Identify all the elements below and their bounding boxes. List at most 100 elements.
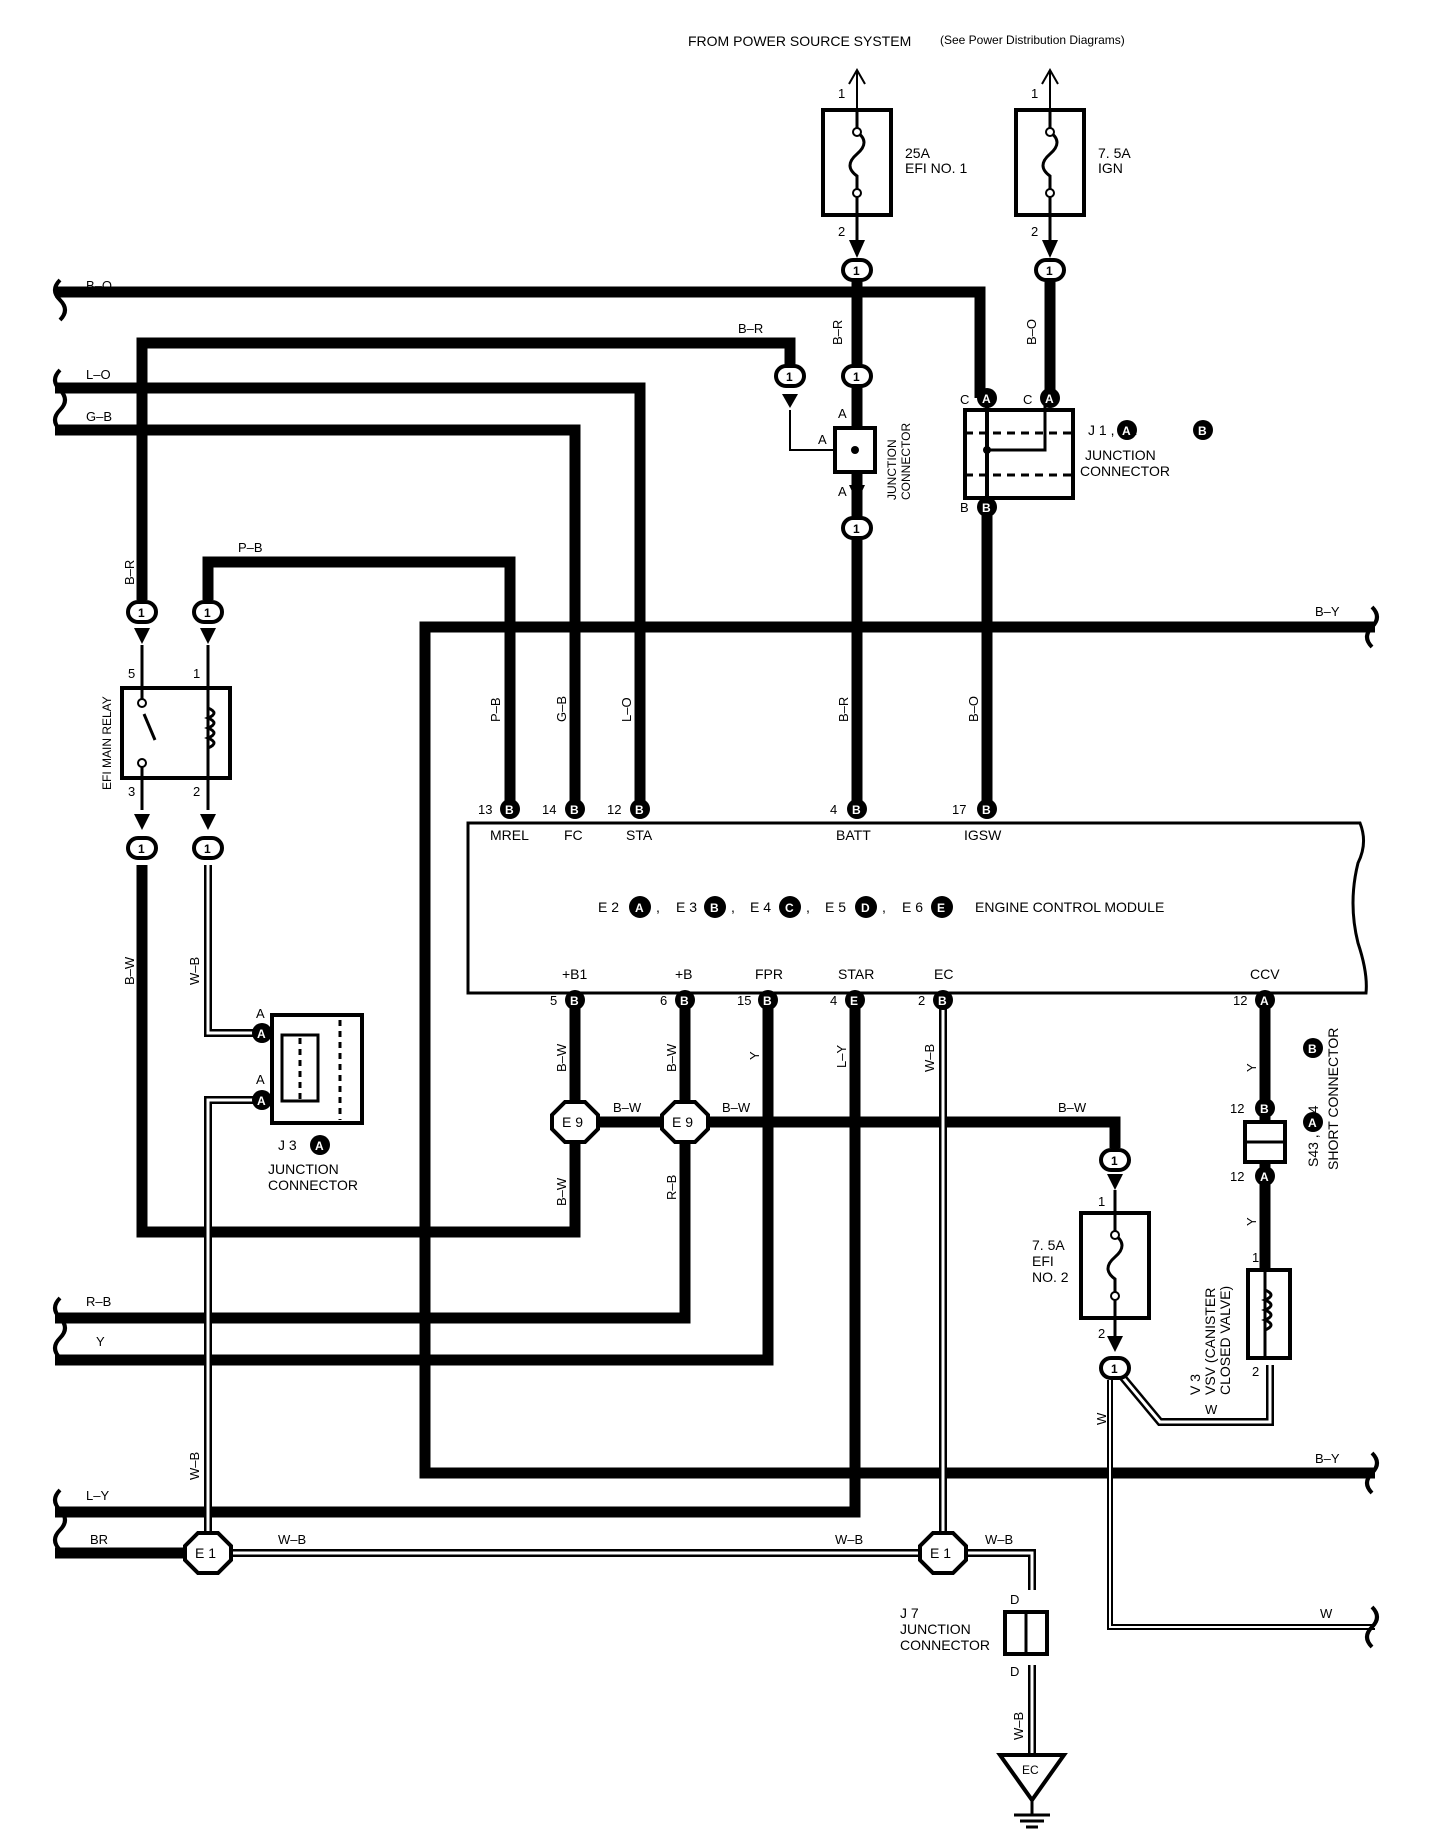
- fuse-ign: [1014, 67, 1086, 217]
- pin: 1: [138, 606, 145, 620]
- pin: 1: [786, 370, 793, 384]
- pin: B: [1308, 1042, 1317, 1056]
- svg-text:B: B: [852, 803, 861, 817]
- wire-label: W–B: [187, 957, 202, 985]
- svg-text:EC: EC: [934, 966, 953, 982]
- ground-label: EC: [1022, 1763, 1039, 1777]
- splice-e1-right: E 1: [918, 1531, 968, 1575]
- pin: 1: [853, 522, 860, 536]
- svg-text:B: B: [570, 803, 579, 817]
- fuse-efi1-name: EFI NO. 1: [905, 160, 967, 176]
- pin: C: [1023, 392, 1032, 407]
- fuse-efi2: [1079, 1190, 1151, 1320]
- svg-text:E 1: E 1: [195, 1545, 216, 1561]
- wire-label: W: [1094, 1412, 1109, 1425]
- svg-text:,: ,: [806, 899, 810, 915]
- pin: 12: [1230, 1101, 1244, 1116]
- svg-text:B: B: [938, 994, 947, 1008]
- pin: 1: [193, 666, 200, 681]
- ecm-refs: E 2 A , E 3 B , E 4 C , E 5 D , E 6 E: [598, 896, 953, 918]
- splice-e1-left: E 1: [183, 1531, 233, 1575]
- wire-label: B–O: [1024, 319, 1039, 345]
- junction-connector-top: [833, 426, 877, 474]
- wire-label: B–W: [1058, 1100, 1087, 1115]
- svg-text:E 3: E 3: [676, 899, 697, 915]
- wire-label: G–B: [86, 409, 112, 424]
- svg-text:C: C: [785, 901, 794, 915]
- wire-label: W–B: [835, 1532, 863, 1547]
- thick-wires: [55, 270, 1375, 1559]
- fuse-efi1: [821, 67, 893, 217]
- svg-text:E 6: E 6: [902, 899, 923, 915]
- pin: 2: [1031, 224, 1038, 239]
- pin: A: [1260, 1170, 1269, 1184]
- wire-label: B–W: [613, 1100, 642, 1115]
- svg-text:STAR: STAR: [838, 966, 874, 982]
- j7-line1: JUNCTION: [900, 1621, 971, 1637]
- svg-text:E: E: [850, 994, 858, 1008]
- pin: 1: [838, 86, 845, 101]
- pin: A: [838, 484, 847, 499]
- wire-label: B–W: [722, 1100, 751, 1115]
- pin: B: [1260, 1102, 1269, 1116]
- wire-label: R–B: [664, 1175, 679, 1200]
- vsv-line1: VSV (CANISTER: [1202, 1288, 1218, 1395]
- pin: 5: [128, 666, 135, 681]
- jc-top-line2: CONNECTOR: [899, 423, 913, 500]
- fuse-efi2-name2: NO. 2: [1032, 1269, 1069, 1285]
- fuse-efi2-name1: EFI: [1032, 1253, 1054, 1269]
- vsv-id: V 3: [1187, 1374, 1203, 1395]
- j3-line2: CONNECTOR: [268, 1177, 358, 1193]
- pin: 1: [1111, 1154, 1118, 1168]
- pin: A: [838, 406, 847, 421]
- wire-label: W: [1320, 1606, 1333, 1621]
- splice-e9-right: E 9: [660, 1100, 710, 1144]
- wire-label: W–B: [278, 1532, 306, 1547]
- svg-text:FPR: FPR: [755, 966, 783, 982]
- pin: 1: [204, 606, 211, 620]
- svg-text:12: 12: [1233, 993, 1247, 1008]
- pin: 12: [1230, 1169, 1244, 1184]
- pin: A: [256, 1006, 265, 1021]
- wire-label: L–Y: [834, 1045, 849, 1068]
- pin: 1: [1031, 86, 1038, 101]
- pin: 1: [138, 842, 145, 856]
- svg-text:17: 17: [952, 802, 966, 817]
- fuse-efi2-rating: 7. 5A: [1032, 1237, 1065, 1253]
- jc-top-line1: JUNCTION: [885, 439, 899, 500]
- wire-label: W–B: [922, 1044, 937, 1072]
- fuse-ign-name: IGN: [1098, 160, 1123, 176]
- svg-text:B: B: [570, 994, 579, 1008]
- pin: A: [256, 1072, 265, 1087]
- j3-id: J 3: [278, 1137, 297, 1153]
- pin: 1: [1046, 264, 1053, 278]
- svg-text:,: ,: [731, 899, 735, 915]
- svg-text:D: D: [861, 901, 870, 915]
- svg-text:FC: FC: [564, 827, 583, 843]
- wire-label: B–W: [122, 956, 137, 985]
- pin: D: [1010, 1592, 1019, 1607]
- svg-text:B: B: [505, 803, 514, 817]
- pin: A: [315, 1139, 324, 1153]
- wire-label: L–O: [619, 697, 634, 722]
- pin: 2: [1098, 1326, 1105, 1341]
- pin: 1: [1252, 1250, 1259, 1265]
- svg-text:E 4: E 4: [750, 899, 771, 915]
- pin: B: [1198, 424, 1207, 438]
- wire-label: B–R: [836, 697, 851, 722]
- svg-text:E 1: E 1: [930, 1545, 951, 1561]
- wire-label: L–O: [86, 367, 111, 382]
- j3-line1: JUNCTION: [268, 1161, 339, 1177]
- double-wires: [204, 865, 1375, 1780]
- wire-label: Y: [96, 1334, 105, 1349]
- svg-text:A: A: [635, 901, 644, 915]
- pin: A: [982, 392, 991, 406]
- pin: B: [982, 501, 991, 515]
- pin: A: [1045, 392, 1054, 406]
- svg-text:6: 6: [660, 993, 667, 1008]
- j7-id: J 7: [900, 1605, 919, 1621]
- title: FROM POWER SOURCE SYSTEM: [688, 33, 911, 49]
- fuse-ign-rating: 7. 5A: [1098, 145, 1131, 161]
- wire-label: P–B: [488, 697, 503, 722]
